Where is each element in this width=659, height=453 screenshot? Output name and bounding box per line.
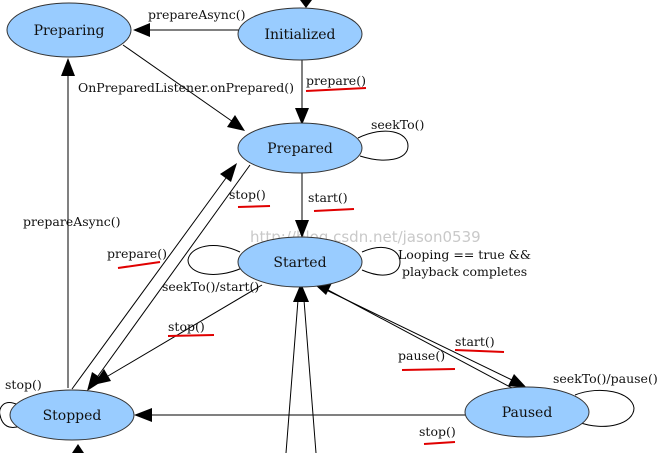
state-stopped-label: Stopped bbox=[43, 408, 102, 424]
arrowhead-preparing-to-prepared bbox=[227, 115, 245, 131]
edge-started-to-stopped bbox=[107, 284, 263, 377]
label-prepared-to-stopped: stop() bbox=[229, 187, 266, 202]
underline-initialized-to-prepared bbox=[305, 87, 367, 92]
state-prepared-label: Prepared bbox=[267, 141, 333, 157]
arrowhead-initialized-to-prepared bbox=[295, 108, 309, 125]
edge-stopped-self-loop bbox=[0, 402, 21, 429]
arrowhead-initialized-to-preparing bbox=[133, 23, 150, 37]
label-prepared-self: seekTo() bbox=[371, 117, 424, 132]
state-started: Started bbox=[237, 236, 363, 288]
label-stopped-to-prepared: prepare() bbox=[107, 246, 167, 261]
arrowhead-bottom-into-started bbox=[293, 283, 309, 302]
arrowhead-started-to-paused bbox=[508, 374, 527, 388]
label-paused-to-started: start() bbox=[455, 334, 495, 349]
label-paused-self: seekTo()/pause() bbox=[553, 371, 658, 386]
label-started-to-stopped: stop() bbox=[168, 319, 205, 334]
edge-prepared-self-loop bbox=[357, 130, 409, 161]
state-started-label: Started bbox=[273, 255, 326, 271]
label-stopped-to-preparing: prepareAsync() bbox=[23, 214, 121, 229]
state-preparing: Preparing bbox=[6, 2, 132, 58]
edge-paused-self-loop bbox=[574, 389, 635, 427]
label-started-self-left: seekTo()/start() bbox=[162, 279, 259, 294]
edge-prepared-to-stopped bbox=[97, 164, 251, 377]
underline-stopped-to-prepared bbox=[117, 261, 161, 269]
edge-bottom-into-started-left bbox=[285, 299, 299, 453]
state-stopped: Stopped bbox=[9, 389, 135, 441]
label-prepared-to-started: start() bbox=[308, 190, 348, 205]
state-preparing-label: Preparing bbox=[34, 23, 105, 39]
arrowhead-bottom-stopped bbox=[72, 444, 84, 453]
label-preparing-to-prepared: OnPreparedListener.onPrepared() bbox=[78, 80, 294, 95]
arrowhead-stopped-to-prepared bbox=[220, 163, 237, 182]
underline-paused-to-started bbox=[454, 349, 505, 353]
label-paused-to-stopped: stop() bbox=[419, 424, 456, 439]
edge-paused-to-started bbox=[327, 289, 513, 389]
label-initialized-to-preparing: prepareAsync() bbox=[148, 7, 246, 22]
label-started-self-right-line1: Looping == true && bbox=[398, 247, 531, 262]
state-paused-label: Paused bbox=[502, 405, 553, 421]
edge-started-to-paused bbox=[317, 285, 513, 381]
arrowhead-paused-to-stopped bbox=[134, 408, 152, 422]
edge-started-self-loop-right bbox=[361, 247, 401, 276]
state-initialized: Initialized bbox=[237, 7, 363, 61]
state-paused: Paused bbox=[464, 386, 590, 438]
edge-stopped-to-prepared bbox=[71, 177, 227, 390]
label-started-self-right-line2: playback completes bbox=[402, 264, 527, 279]
arrowhead-stopped-to-preparing bbox=[61, 58, 75, 76]
underline-started-to-stopped bbox=[167, 334, 215, 337]
label-initialized-to-prepared: prepare() bbox=[306, 73, 366, 88]
edge-started-self-loop-left bbox=[187, 245, 243, 275]
arrowhead-started-to-stopped bbox=[93, 369, 111, 385]
underline-started-to-paused bbox=[401, 368, 456, 371]
label-stopped-self: stop() bbox=[5, 377, 42, 392]
state-initialized-label: Initialized bbox=[264, 27, 335, 43]
underline-prepared-to-stopped bbox=[237, 205, 271, 208]
arrowhead-into-initialized bbox=[300, 0, 312, 8]
arrowhead-prepared-to-started bbox=[295, 220, 309, 238]
underline-paused-to-stopped bbox=[423, 441, 456, 445]
edge-preparing-to-prepared bbox=[122, 44, 237, 125]
edge-bottom-into-started-right bbox=[303, 299, 317, 453]
label-started-to-paused: pause() bbox=[398, 348, 445, 363]
state-prepared: Prepared bbox=[237, 122, 363, 174]
underline-prepared-to-started bbox=[313, 208, 355, 212]
